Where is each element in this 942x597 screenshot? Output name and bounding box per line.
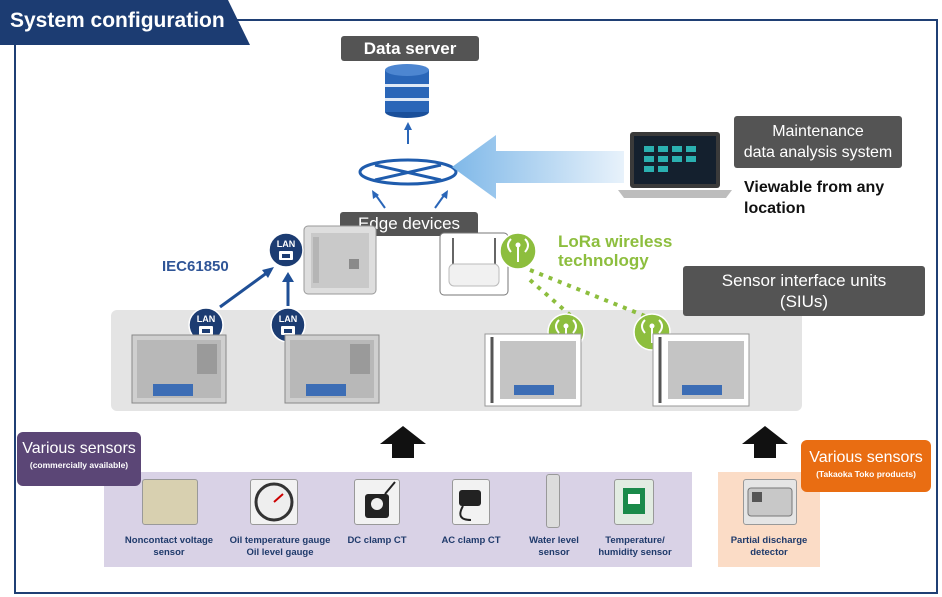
up-arrow-left	[380, 426, 426, 458]
lan-label-1: LAN	[277, 239, 296, 249]
siu-label: Sensor interface units (SIUs)	[683, 266, 925, 316]
sensor-label-temp-humidity: Temperature/ humidity sensor	[590, 535, 680, 559]
sensor-5-line2: humidity sensor	[598, 547, 672, 558]
sensor-2-line1: DC clamp CT	[347, 535, 407, 546]
maintenance-system-label: Maintenance data analysis system	[734, 116, 902, 168]
commercial-sensors-subtitle: (commercially available)	[29, 460, 129, 470]
commercial-sensors-badge: Various sensors (commercially available)	[17, 432, 141, 486]
lan-label-2: LAN	[197, 314, 216, 324]
title-tab	[0, 0, 250, 45]
maintenance-line1: Maintenance	[772, 123, 864, 140]
laptop-icon	[618, 132, 732, 198]
viewable-line2: location	[744, 200, 806, 217]
takaoka-sensors-subtitle: (Takaoka Toko products)	[816, 469, 916, 479]
lan-badge-siu1: LAN	[188, 307, 224, 348]
sensor-3-line1: AC clamp CT	[441, 535, 501, 546]
lora-link-lines	[528, 268, 651, 320]
sensor-1-line1: Oil temperature gauge	[229, 535, 331, 546]
sensor-4-line2: sensor	[538, 547, 570, 558]
lan-badge-edge: LAN	[268, 232, 304, 273]
lora-label: LoRa wireless technology	[558, 232, 672, 270]
lan-label-3: LAN	[279, 314, 298, 324]
data-flow-arrow	[452, 135, 624, 199]
sensor-label-water-level: Water level sensor	[522, 535, 586, 559]
temperature-humidity-sensor-image	[614, 479, 654, 525]
takaoka-sensors-title: Various sensors	[809, 449, 923, 466]
water-level-sensor-image	[546, 474, 560, 528]
viewable-note: Viewable from any location	[744, 177, 884, 219]
sensor-label-ac-clamp: AC clamp CT	[432, 535, 510, 547]
sensor-label-dc-clamp: DC clamp CT	[338, 535, 416, 547]
lora-line1: LoRa wireless	[558, 232, 673, 251]
network-hub-icon	[358, 122, 458, 209]
partial-discharge-detector-image	[743, 479, 797, 525]
edge-device-wired	[303, 225, 377, 295]
sensor-6-line2: detector	[750, 547, 788, 558]
sensor-6-line1: Partial discharge	[730, 535, 808, 546]
sensor-label-oil-gauge: Oil temperature gauge Oil level gauge	[222, 535, 338, 559]
oil-gauge-image	[250, 479, 298, 525]
sensor-4-line1: Water level	[529, 535, 579, 546]
sensor-1-line2: Oil level gauge	[246, 547, 314, 558]
maintenance-line2: data analysis system	[743, 144, 893, 161]
page-title: System configuration	[10, 9, 225, 32]
siu-line2: (SIUs)	[779, 292, 829, 311]
commercial-sensors-title: Various sensors	[22, 440, 136, 457]
sensor-0-line2: sensor	[153, 547, 185, 558]
data-server-label: Data server	[341, 36, 479, 61]
ac-clamp-ct-image	[452, 479, 490, 525]
siu-board-1	[131, 334, 227, 404]
edge-device-router	[439, 232, 509, 296]
viewable-line1: Viewable from any	[744, 179, 885, 196]
takaoka-sensors-badge: Various sensors (Takaoka Toko products)	[801, 440, 931, 492]
up-arrow-right	[742, 426, 788, 458]
sensor-label-noncontact: Noncontact voltage sensor	[114, 535, 224, 559]
antenna-icon-edge	[499, 232, 537, 275]
sensor-label-partial-discharge: Partial discharge detector	[718, 535, 820, 559]
siu-board-4	[652, 333, 750, 407]
database-icon	[385, 64, 429, 118]
sensor-5-line1: Temperature/	[605, 535, 665, 546]
siu-board-3	[484, 333, 582, 407]
lan-arrows	[219, 267, 294, 309]
sensor-0-line1: Noncontact voltage	[124, 535, 214, 546]
dc-clamp-ct-image	[354, 479, 400, 525]
siu-board-2	[284, 334, 380, 404]
lora-line2: technology	[558, 251, 649, 270]
noncontact-voltage-sensor-image	[142, 479, 198, 525]
protocol-label: IEC61850	[162, 258, 229, 275]
siu-line1: Sensor interface units	[721, 271, 887, 290]
diagram-frame	[14, 19, 938, 594]
